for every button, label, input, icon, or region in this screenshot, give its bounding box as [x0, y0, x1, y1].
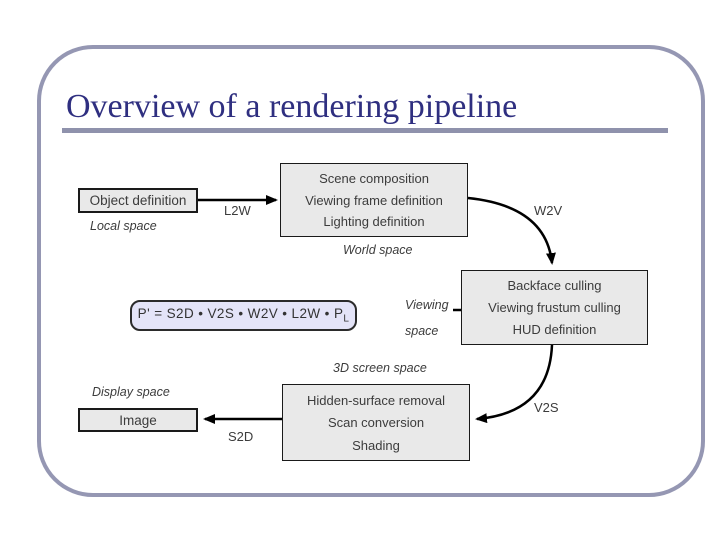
w2v-label: W2V: [534, 203, 563, 218]
display-space-label: Display space: [92, 385, 170, 399]
scene-box-line: Viewing frame definition: [305, 192, 443, 208]
page-title: Overview of a rendering pipeline: [66, 88, 518, 125]
world-space-label: World space: [343, 243, 413, 257]
rasterization-box: Hidden-surface removal Scan conversion S…: [282, 384, 470, 461]
slide-frame: [37, 45, 705, 497]
scene-composition-box: Scene composition Viewing frame definiti…: [280, 163, 468, 237]
s2d-label: S2D: [228, 429, 254, 444]
title-underline: [62, 128, 668, 133]
scene-box-line: Lighting definition: [323, 214, 425, 230]
viewing-space-label: Viewing space: [405, 292, 449, 344]
local-space-label: Local space: [90, 219, 157, 233]
viewing-space-line2: space: [405, 324, 439, 338]
formula-expression: P' = S2D • V2S • W2V • L2W • PL: [137, 306, 350, 325]
object-definition-box: Object definition: [78, 188, 198, 213]
image-box-label: Image: [119, 412, 157, 428]
culling-box: Backface culling Viewing frustum culling…: [461, 270, 648, 345]
pipeline-formula-box: P' = S2D • V2S • W2V • L2W • PL: [130, 300, 357, 331]
culling-box-line: HUD definition: [512, 322, 597, 337]
raster-box-line: Hidden-surface removal: [306, 392, 445, 408]
l2w-label: L2W: [224, 203, 251, 218]
formula-subscript: L: [343, 313, 350, 325]
culling-box-line: Backface culling: [507, 278, 602, 293]
culling-box-line: Viewing frustum culling: [488, 300, 621, 315]
raster-box-line: Shading: [352, 437, 400, 453]
raster-box-line: Scan conversion: [327, 415, 425, 430]
image-box: Image: [78, 408, 198, 432]
scene-box-line: Scene composition: [319, 170, 429, 186]
viewing-space-line1: Viewing: [405, 298, 449, 312]
v2s-label: V2S: [534, 400, 559, 415]
screen-space-label: 3D screen space: [333, 361, 427, 375]
object-definition-label: Object definition: [89, 193, 187, 208]
